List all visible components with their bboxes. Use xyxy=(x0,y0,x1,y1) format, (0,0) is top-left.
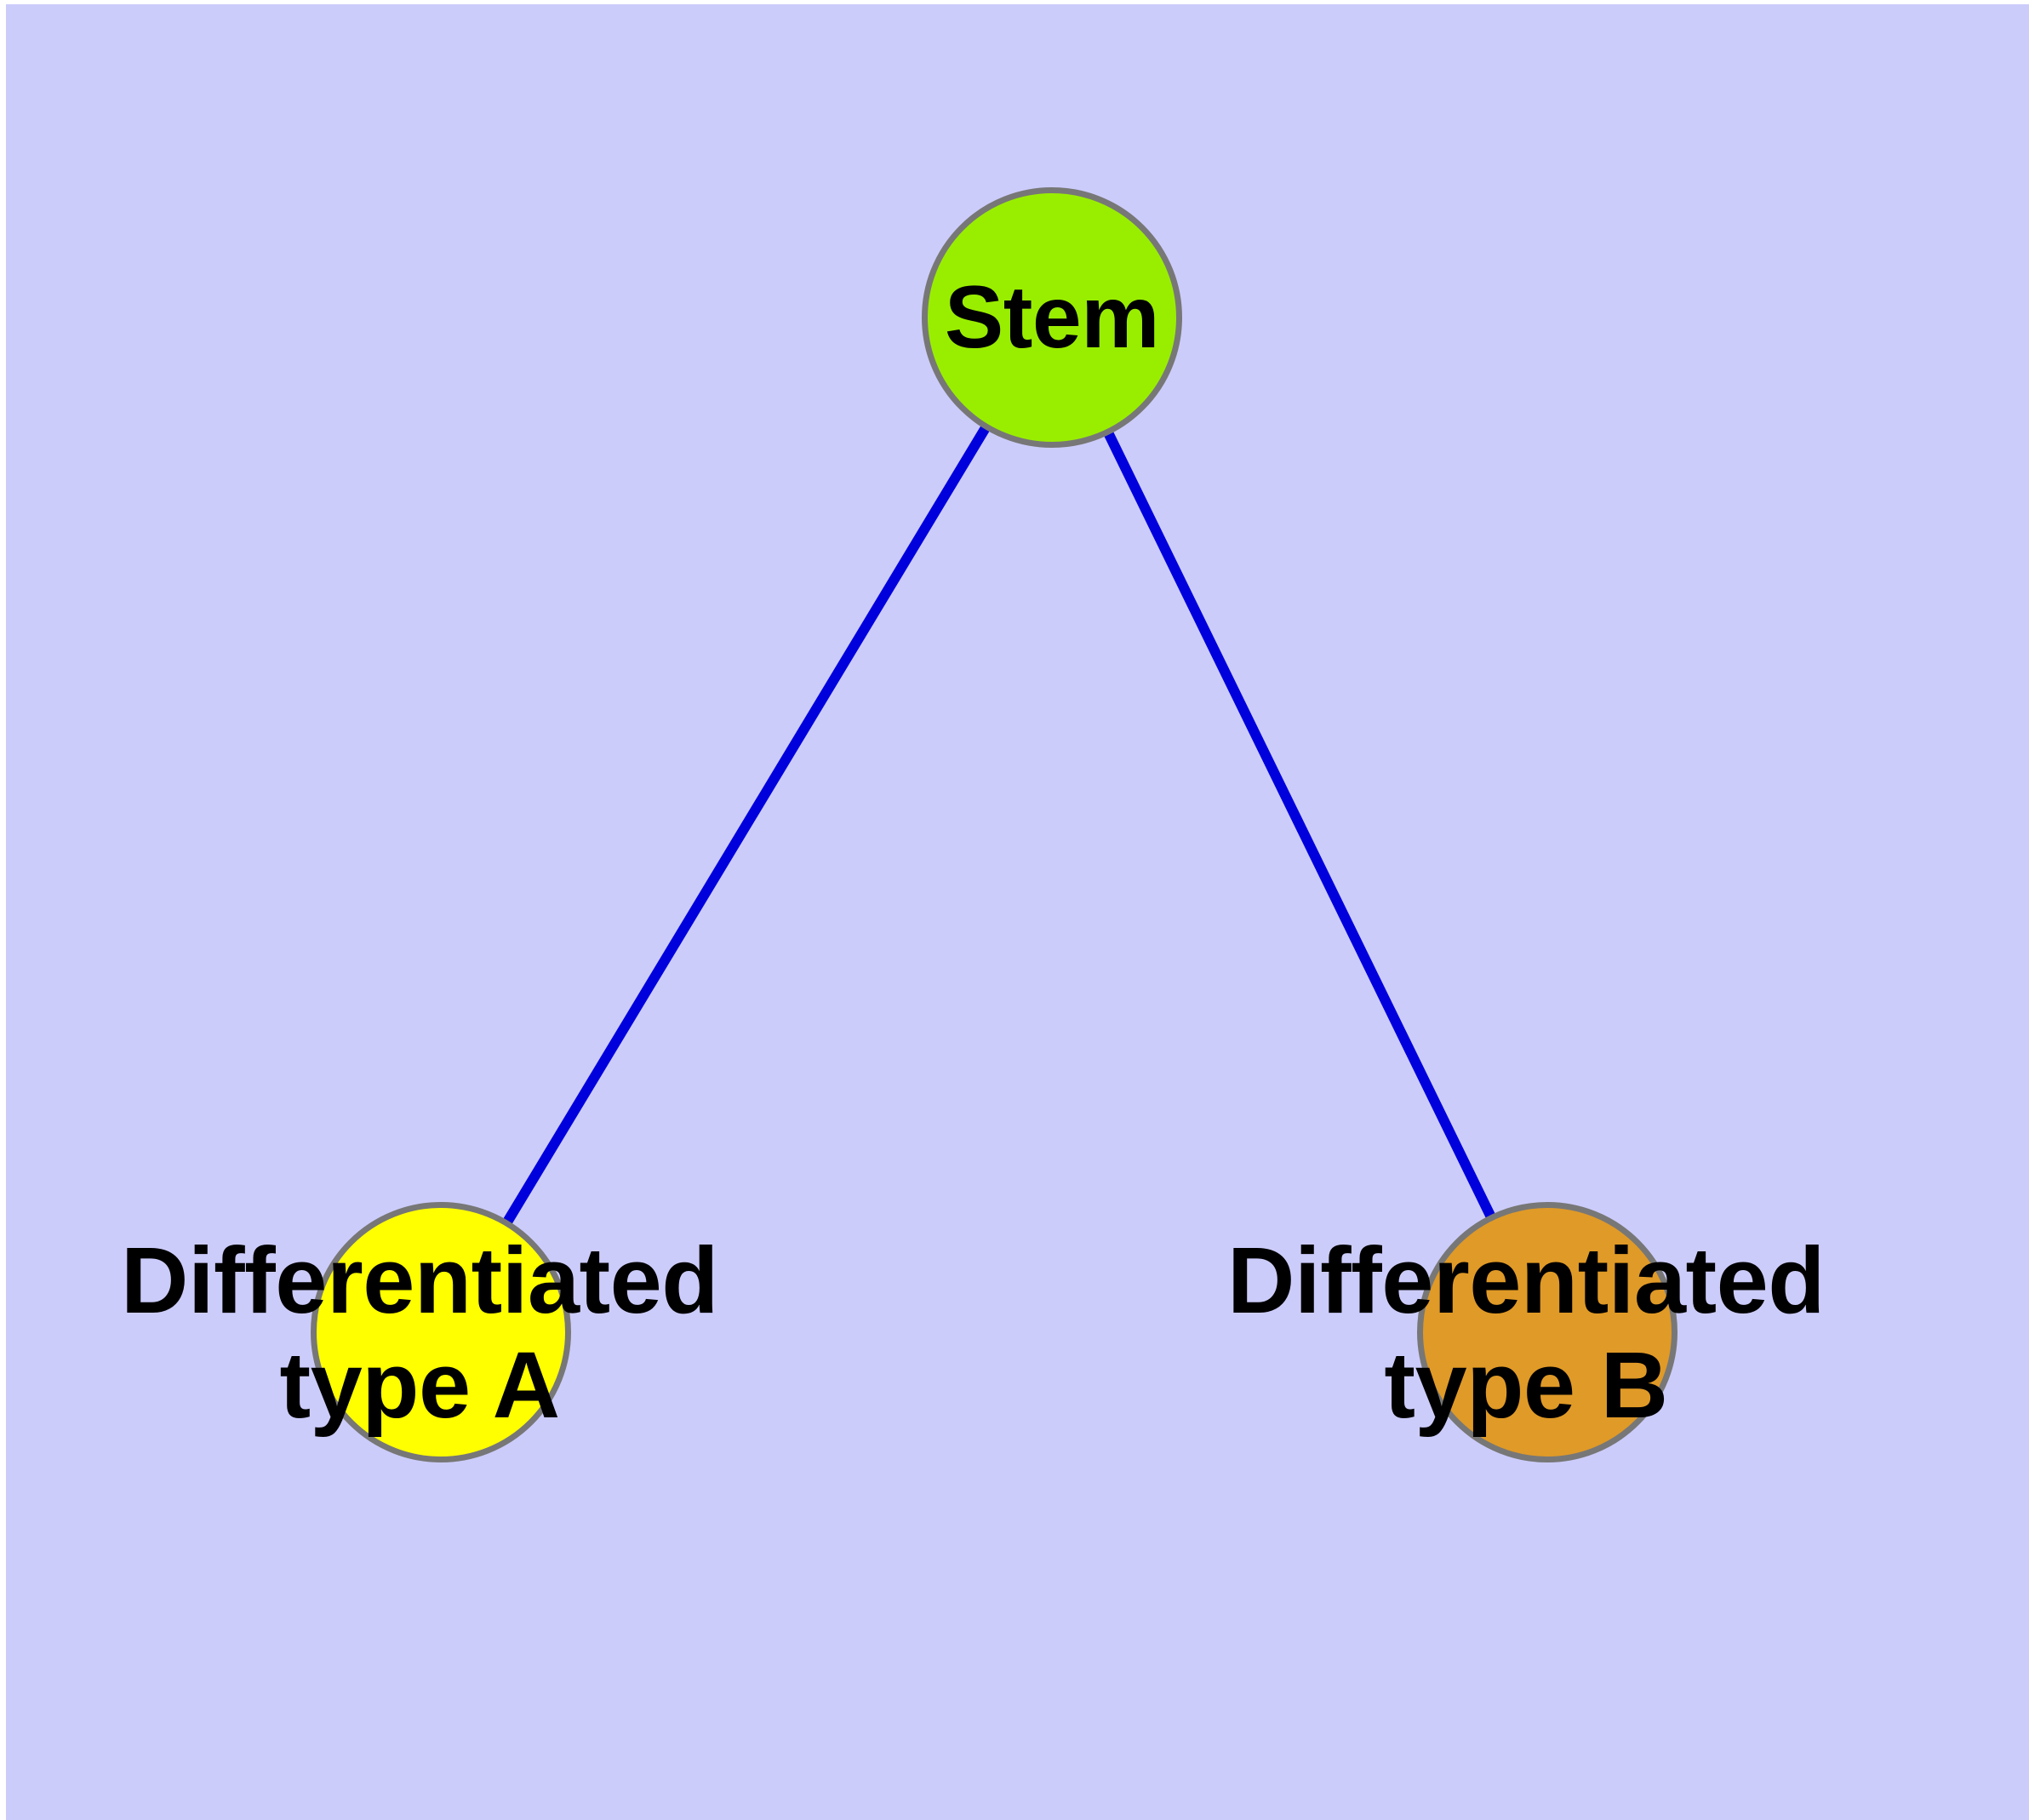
node-circle-diff-b[interactable] xyxy=(1417,1202,1677,1462)
node-circle-diff-a[interactable] xyxy=(311,1202,571,1462)
edge-stem-to-diff-a xyxy=(502,425,991,1225)
edge-stem-to-diff-b xyxy=(1103,431,1496,1219)
node-circle-stem[interactable] xyxy=(922,187,1182,448)
edge-layer xyxy=(502,425,1496,1225)
node-layer xyxy=(311,187,1677,1462)
